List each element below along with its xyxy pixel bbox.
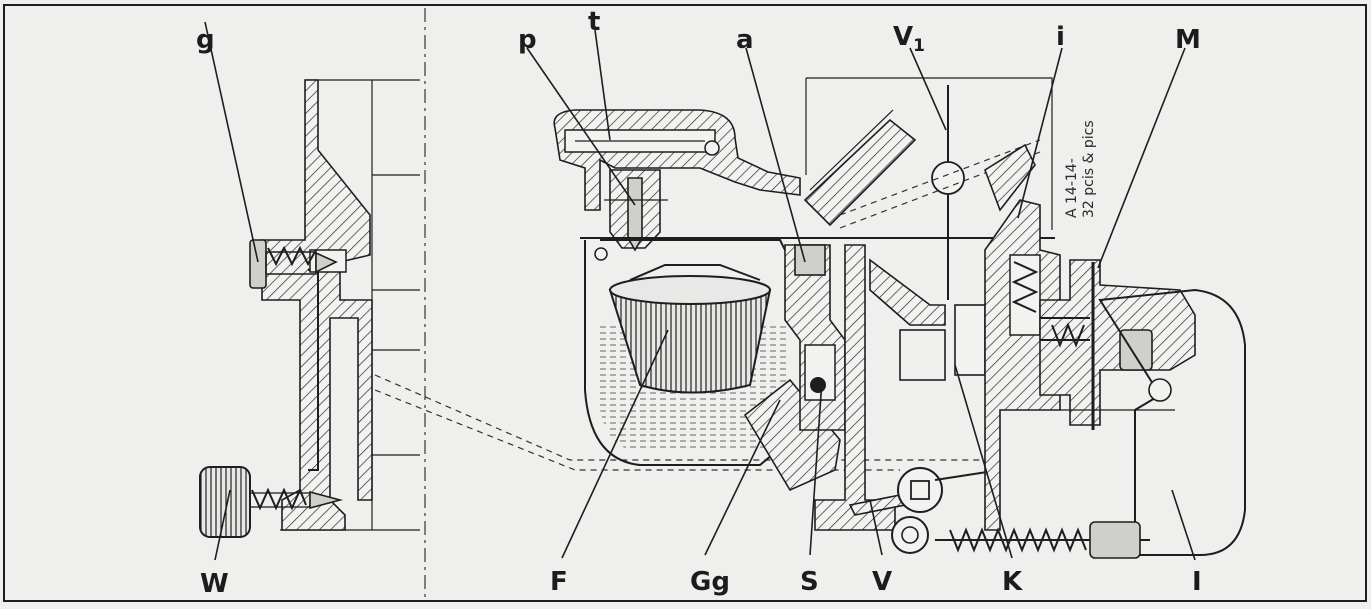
- label-v1: V1: [893, 22, 925, 56]
- rotated-note: A 14-14- 32 pcis & pics: [1064, 120, 1097, 218]
- diagram-frame: [3, 4, 1367, 602]
- label-v: V: [872, 567, 892, 597]
- leader-lines: [204, 21, 1196, 561]
- right-section: [553, 77, 1246, 559]
- label-m: M: [1175, 25, 1201, 55]
- label-i: i: [1056, 22, 1065, 52]
- label-a: a: [736, 25, 754, 55]
- label-f: F: [550, 567, 568, 597]
- label-s: S: [800, 567, 819, 597]
- label-i-lever: I: [1192, 567, 1202, 597]
- label-g: g: [196, 25, 215, 55]
- label-w: W: [200, 569, 229, 599]
- label-k: K: [1002, 567, 1023, 597]
- label-v1-subscript: 1: [913, 36, 925, 56]
- label-gg: Gg: [690, 567, 730, 597]
- adjust-knob-w: [199, 466, 344, 538]
- label-p: p: [518, 25, 537, 55]
- note-line-2: 32 pcis & pics: [1081, 120, 1097, 218]
- note-line-1: A 14-14-: [1064, 158, 1080, 218]
- label-t: t: [588, 7, 600, 37]
- label-v1-main: V: [893, 22, 913, 52]
- idle-adjust-screw-g: [249, 239, 338, 289]
